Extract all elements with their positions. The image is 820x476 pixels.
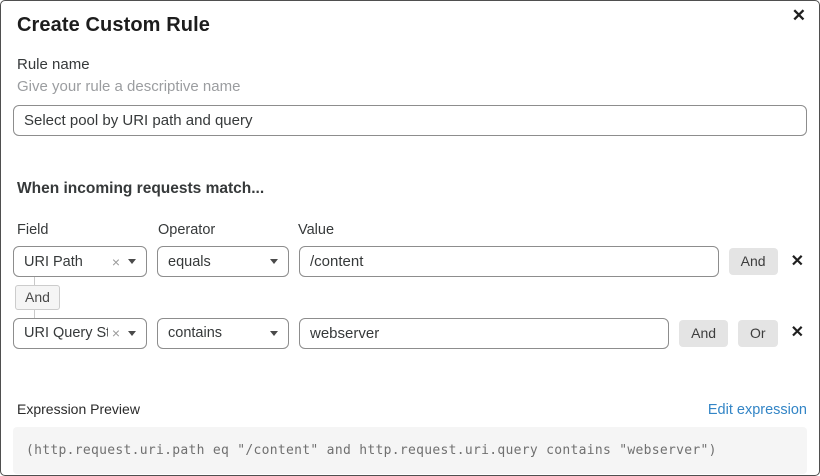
operator-column-label: Operator	[158, 222, 216, 238]
delete-condition-icon[interactable]: ✕	[790, 324, 804, 342]
edit-expression-link[interactable]: Edit expression	[707, 401, 807, 418]
and-connector-badge: And	[15, 285, 60, 310]
value-input-2[interactable]	[299, 317, 670, 349]
condition-row-1: URI Path × equals And ✕	[13, 246, 807, 277]
expression-preview-label: Expression Preview	[17, 400, 140, 417]
operator-select-1-value: equals	[168, 253, 211, 270]
add-and-condition-button[interactable]: And	[679, 319, 729, 347]
field-select-1-value: URI Path	[24, 253, 83, 270]
expression-preview-header: Expression Preview Edit expression	[17, 401, 807, 418]
add-or-condition-button[interactable]: Or	[738, 319, 778, 347]
chevron-down-icon	[128, 259, 136, 264]
field-column-label: Field	[17, 222, 49, 238]
field-select-2-value: URI Query St...	[24, 325, 108, 342]
chevron-down-icon	[128, 330, 136, 336]
operator-select-2-value: contains	[168, 325, 223, 342]
field-select-2[interactable]: URI Query St... ×	[13, 317, 147, 349]
operator-select-2[interactable]: contains	[157, 317, 289, 349]
rule-name-helper: Give your rule a descriptive name	[17, 78, 241, 95]
chevron-down-icon	[270, 259, 278, 264]
condition-row-2: URI Query St... × contains And Or ✕	[13, 317, 807, 349]
value-input-1[interactable]	[299, 246, 719, 277]
matcher-heading: When incoming requests match...	[17, 180, 265, 197]
operator-select-1[interactable]: equals	[157, 246, 289, 277]
delete-condition-icon[interactable]: ✕	[790, 252, 804, 270]
value-column-label: Value	[298, 222, 335, 238]
chevron-down-icon	[270, 330, 278, 336]
connector-line	[34, 277, 35, 285]
add-and-condition-button[interactable]: And	[728, 247, 778, 276]
clear-field-icon[interactable]: ×	[111, 325, 120, 342]
rule-name-label: Rule name	[17, 56, 90, 73]
clear-field-icon[interactable]: ×	[111, 253, 120, 270]
field-select-1[interactable]: URI Path ×	[13, 246, 147, 277]
matcher-column-labels: Field Operator Value	[17, 222, 807, 238]
connector-line	[34, 309, 35, 318]
close-icon[interactable]: ✕	[791, 6, 806, 25]
expression-code: (http.request.uri.path eq "/content" and…	[13, 426, 807, 474]
dialog-title: Create Custom Rule	[17, 14, 210, 36]
rule-name-input[interactable]	[13, 105, 807, 136]
